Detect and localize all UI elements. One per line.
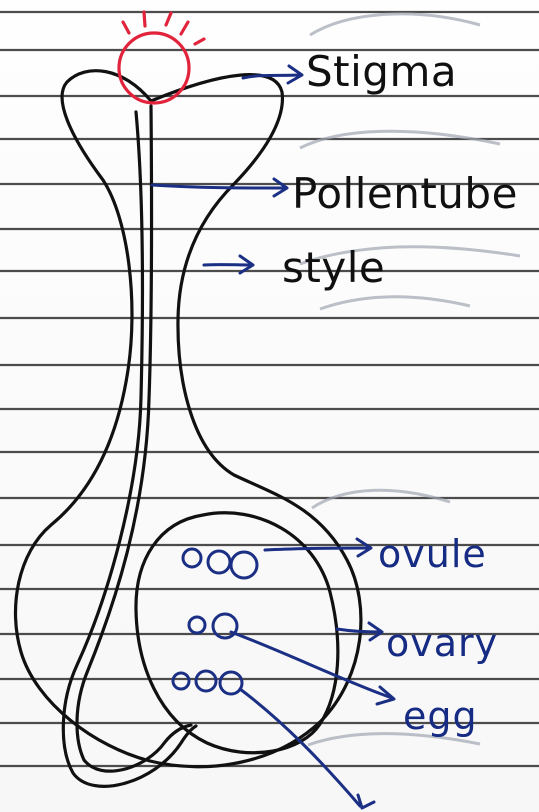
pollen-grain-on-stigma (119, 12, 204, 103)
label-pollen-tube: Pollentube (292, 169, 518, 218)
label-ovary: ovary (386, 621, 498, 665)
label-style: style (282, 243, 385, 292)
label-egg: egg (403, 694, 478, 738)
label-stigma: Stigma (306, 47, 457, 96)
ovule-circles (173, 549, 257, 694)
label-ovule: ovule (378, 532, 487, 576)
